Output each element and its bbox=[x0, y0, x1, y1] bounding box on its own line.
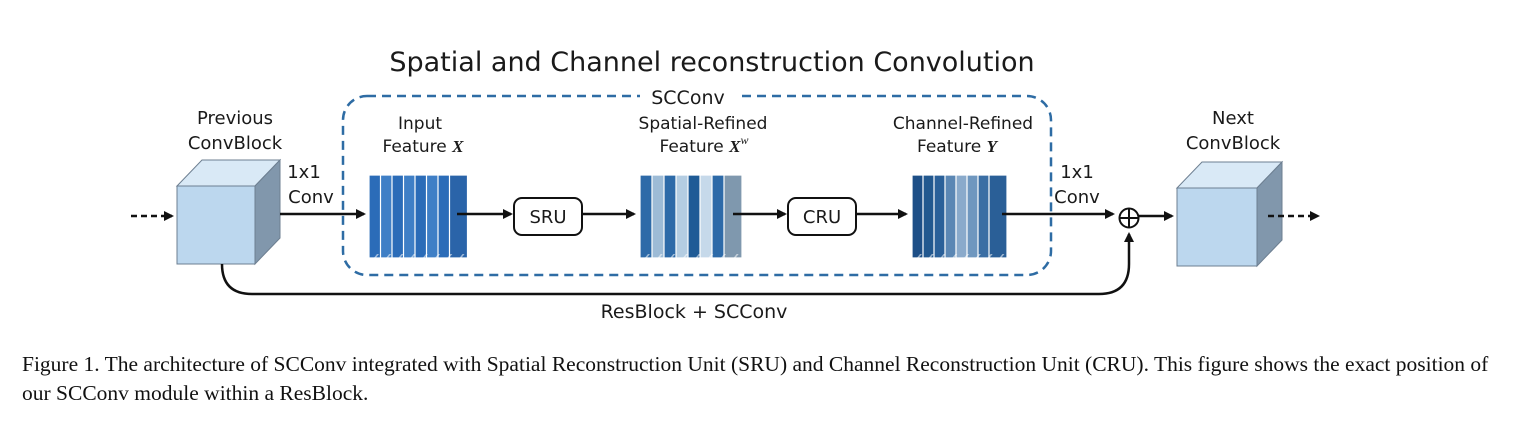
next-convblock-cube bbox=[1175, 160, 1284, 268]
feature-slice-edge bbox=[912, 254, 922, 264]
feature-slice-edge bbox=[640, 254, 650, 264]
channel-feature-label-2: Feature Y bbox=[917, 137, 999, 157]
sru-label: SRU bbox=[529, 207, 566, 228]
feature-slice-edge bbox=[716, 254, 726, 264]
next-block-label-1: Next bbox=[1212, 108, 1254, 129]
feature-slice-edge bbox=[703, 254, 714, 264]
feature-slice-edge bbox=[1006, 254, 1017, 264]
feature-slice-edge bbox=[442, 254, 453, 264]
residual-label: ResBlock + SCConv bbox=[601, 301, 788, 323]
input-feature-stack bbox=[368, 174, 477, 264]
feature-slice-edge bbox=[728, 254, 739, 264]
spatial-feature-label-2: Feature Xw bbox=[659, 133, 748, 157]
conv-out-label-1: 1x1 bbox=[1060, 162, 1094, 183]
feature-slice-edge bbox=[665, 254, 676, 264]
cru-block: CRU bbox=[787, 197, 857, 236]
figure-caption: Figure 1. The architecture of SCConv int… bbox=[22, 352, 1489, 405]
feature-slice bbox=[988, 174, 1008, 259]
feature-slice-edge bbox=[959, 254, 970, 264]
cru-label: CRU bbox=[803, 207, 841, 228]
feature-slice-edge bbox=[935, 254, 946, 264]
sum-node bbox=[1118, 207, 1140, 229]
feature-slice-edge bbox=[947, 254, 958, 264]
feature-slice-edge bbox=[982, 254, 993, 264]
channel-feature-label-1: Channel-Refined bbox=[893, 114, 1033, 134]
conv-in-label-1: 1x1 bbox=[287, 162, 321, 183]
diagram-title: Spatial and Channel reconstruction Convo… bbox=[389, 47, 1034, 78]
feature-slice-edge bbox=[381, 254, 392, 264]
channel-refined-feature-stack bbox=[911, 174, 1017, 264]
feature-slice-edge bbox=[417, 254, 428, 264]
next-block-label-2: ConvBlock bbox=[1186, 133, 1281, 154]
prev-convblock-cube bbox=[175, 158, 282, 266]
spatial-refined-feature-stack bbox=[639, 174, 752, 264]
spatial-feature-label-1: Spatial-Refined bbox=[639, 114, 768, 134]
scconv-label: SCConv bbox=[651, 87, 725, 109]
feature-slice-edge bbox=[405, 254, 416, 264]
diagram-canvas: Spatial and Channel reconstruction Convo… bbox=[131, 47, 1320, 323]
feature-slice-edge bbox=[369, 254, 379, 264]
feature-slice-edge bbox=[430, 254, 441, 264]
prev-block-label-1: Previous bbox=[197, 108, 273, 129]
feature-slice-edge bbox=[393, 254, 404, 264]
feature-slice-edge bbox=[970, 254, 981, 264]
feature-slice-edge bbox=[454, 254, 465, 264]
feature-slice-edge bbox=[741, 254, 752, 264]
feature-slice-edge bbox=[466, 254, 477, 264]
input-feature-label-2: Feature X bbox=[383, 137, 465, 157]
sru-block: SRU bbox=[513, 197, 583, 236]
feature-slice-edge bbox=[994, 254, 1005, 264]
feature-slice-edge bbox=[678, 254, 688, 264]
input-feature-label-1: Input bbox=[398, 114, 442, 134]
feature-slice bbox=[448, 174, 469, 259]
feature-slice bbox=[723, 174, 743, 259]
feature-slice-edge bbox=[690, 254, 701, 264]
feature-slice-edge bbox=[923, 254, 934, 264]
feature-slice-edge bbox=[652, 254, 663, 264]
conv-out-label-2: Conv bbox=[1054, 187, 1100, 208]
prev-block-label-2: ConvBlock bbox=[188, 133, 283, 154]
residual-path bbox=[220, 232, 1134, 296]
conv-in-label-2: Conv bbox=[288, 187, 334, 208]
